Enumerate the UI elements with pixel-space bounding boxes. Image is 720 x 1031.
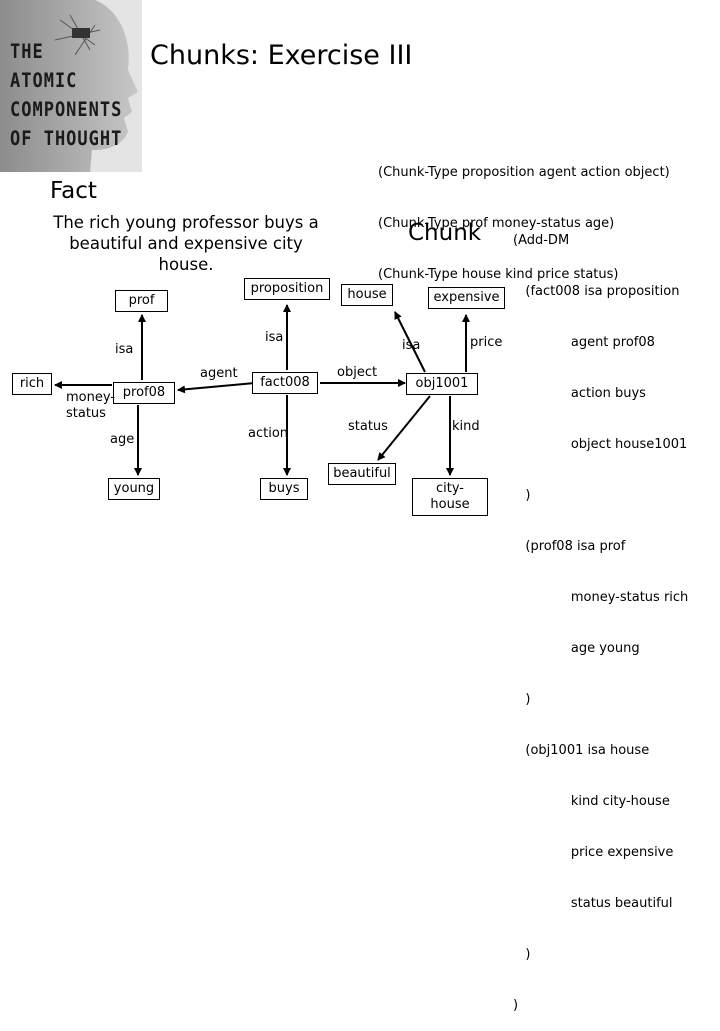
add-dm-line: (obj1001 isa house [513, 743, 650, 758]
node-expensive: expensive [428, 287, 505, 309]
chunk-type-line: (Chunk-Type house kind price status) [378, 267, 619, 282]
add-dm-line: object house1001 [513, 437, 688, 452]
add-dm-line: ) [513, 692, 531, 707]
edge-label-age: age [110, 432, 135, 447]
edge-agent [177, 382, 256, 394]
chunk-network-diagram [54, 304, 470, 476]
chunk-type-line: (Chunk-Type prof money-status age) [378, 216, 615, 231]
edge-label-kind: kind [452, 419, 480, 434]
logo-text-line: COMPONENTS [10, 98, 123, 122]
logo-text-line: ATOMIC [10, 69, 78, 93]
edge-label-agent: agent [200, 366, 238, 381]
add-dm-line: agent prof08 [513, 335, 655, 350]
node-house: house [341, 284, 393, 306]
node-beautiful: beautiful [328, 463, 396, 485]
add-dm-line: status beautiful [513, 896, 673, 911]
node-obj1001: obj1001 [406, 373, 478, 395]
edge-label-isa: isa [402, 338, 421, 353]
add-dm-line: kind city-house [513, 794, 670, 809]
edge-label-action: action [248, 426, 289, 441]
logo-text-line: THE [10, 40, 44, 64]
edge-label-money-status: money- status [66, 390, 116, 421]
slide-title: Chunks: Exercise III [150, 40, 413, 71]
add-dm-line: (prof08 isa prof [513, 539, 626, 554]
node-prof08: prof08 [113, 382, 175, 404]
edge-isa-house [394, 311, 426, 373]
edge-label-price: price [470, 335, 503, 350]
add-dm-line: price expensive [513, 845, 674, 860]
add-dm-line: money-status rich [513, 590, 689, 605]
book-cover-logo: THE ATOMIC COMPONENTS OF THOUGHT [0, 0, 142, 172]
logo-text-line: OF THOUGHT [10, 127, 123, 151]
head-silhouette-icon [0, 0, 142, 172]
chunk-type-definitions: (Chunk-Type proposition agent action obj… [378, 130, 670, 300]
edge-label-isa: isa [265, 330, 284, 345]
node-city-house: city-house [412, 478, 488, 516]
add-dm-line: (fact008 isa proposition [513, 284, 680, 299]
edge-label-isa: isa [115, 342, 134, 357]
edge-label-status: status [348, 419, 388, 434]
fact-heading: Fact [50, 178, 97, 204]
node-prof: prof [115, 290, 168, 312]
node-rich: rich [12, 373, 52, 395]
add-dm-line: age young [513, 641, 640, 656]
add-dm-line: ) [513, 947, 531, 962]
node-fact008: fact008 [252, 372, 318, 394]
edge-status [377, 395, 431, 461]
chunk-type-line: (Chunk-Type proposition agent action obj… [378, 165, 670, 180]
fact-sentence: The rich young professor buys a beautifu… [53, 213, 319, 274]
node-young: young [108, 478, 160, 500]
add-dm-line: ) [513, 488, 531, 503]
chunk-heading: Chunk [408, 220, 482, 246]
node-proposition: proposition [244, 278, 330, 300]
add-dm-line: (Add-DM [513, 233, 570, 248]
add-dm-line: ) [513, 998, 519, 1013]
edge-label-object: object [337, 365, 378, 380]
add-dm-line: action buys [513, 386, 646, 401]
node-buys: buys [260, 478, 308, 500]
